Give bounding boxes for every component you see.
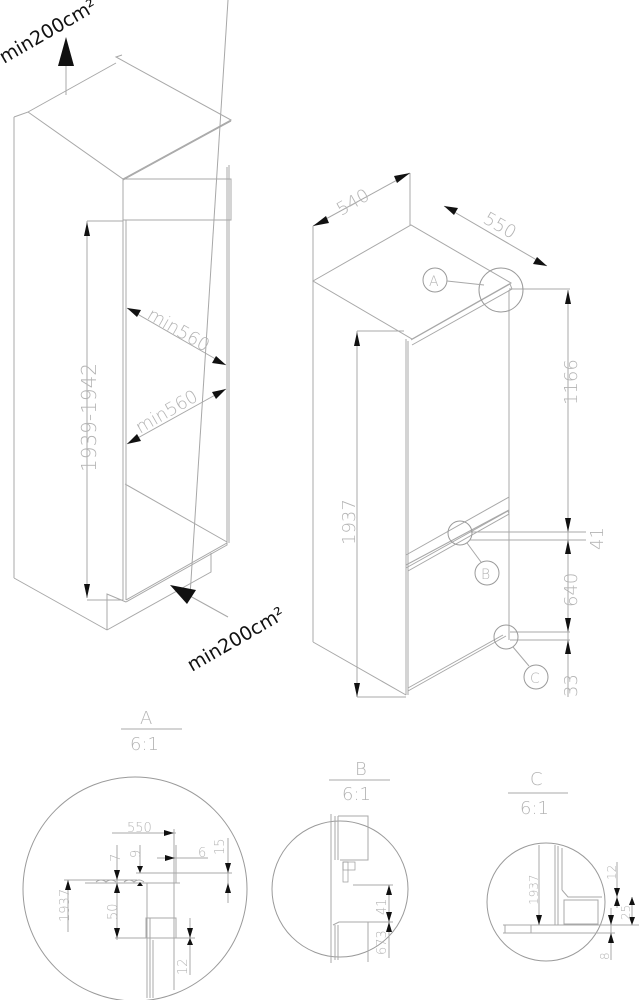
ventilation-bottom-label: min200cm² bbox=[184, 603, 289, 676]
detail-b-dim-673: 673 bbox=[375, 930, 390, 955]
bottom-label: 33 bbox=[561, 674, 582, 697]
detail-a-label: A bbox=[140, 708, 152, 729]
niche-depth-label: min560 bbox=[144, 304, 214, 356]
detail-a-dim-9: 9 bbox=[129, 850, 144, 858]
appliance-fridge bbox=[312, 172, 586, 698]
detail-a: A 6:1 bbox=[22, 708, 248, 1000]
detail-a-dim-1937: 1937 bbox=[58, 889, 73, 922]
detail-a-dim-6: 6 bbox=[198, 846, 206, 861]
callout-c: C bbox=[530, 671, 540, 687]
detail-a-dim-15: 15 bbox=[213, 838, 228, 855]
gap-label: 41 bbox=[587, 527, 608, 550]
niche-width-label: min560 bbox=[132, 386, 202, 438]
detail-b-dim-41: 41 bbox=[375, 898, 390, 915]
upper-door-label: 1166 bbox=[561, 359, 582, 405]
detail-a-scale: 6:1 bbox=[130, 734, 159, 755]
detail-b-scale: 6:1 bbox=[342, 784, 371, 805]
detail-c-label: C bbox=[530, 769, 543, 790]
detail-b-label: B bbox=[355, 759, 367, 780]
detail-c-scale: 6:1 bbox=[520, 798, 549, 819]
appliance-width-label: 540 bbox=[333, 185, 373, 220]
detail-c-dim-1937: 1937 bbox=[527, 874, 541, 905]
detail-c-dim-12: 12 bbox=[605, 865, 619, 880]
appliance-height-label: 1937 bbox=[339, 499, 360, 545]
callout-a: A bbox=[429, 274, 439, 290]
detail-a-dim-7: 7 bbox=[109, 854, 124, 862]
detail-a-dim-550: 550 bbox=[127, 821, 152, 836]
detail-c: C 6:1 bbox=[486, 769, 639, 962]
detail-a-dim-12: 12 bbox=[176, 958, 191, 975]
ventilation-top-label: min200cm² bbox=[0, 0, 101, 68]
niche-height-label: 1939-1942 bbox=[77, 363, 101, 472]
detail-a-dim-50: 50 bbox=[106, 903, 121, 920]
detail-c-dim-8: 8 bbox=[598, 952, 612, 960]
detail-c-dim-25: 25 bbox=[619, 905, 633, 920]
cabinet-niche bbox=[13, 0, 233, 631]
lower-door-label: 640 bbox=[561, 573, 582, 607]
detail-b: B 6:1 bbox=[271, 759, 409, 963]
callout-b: B bbox=[481, 567, 490, 583]
